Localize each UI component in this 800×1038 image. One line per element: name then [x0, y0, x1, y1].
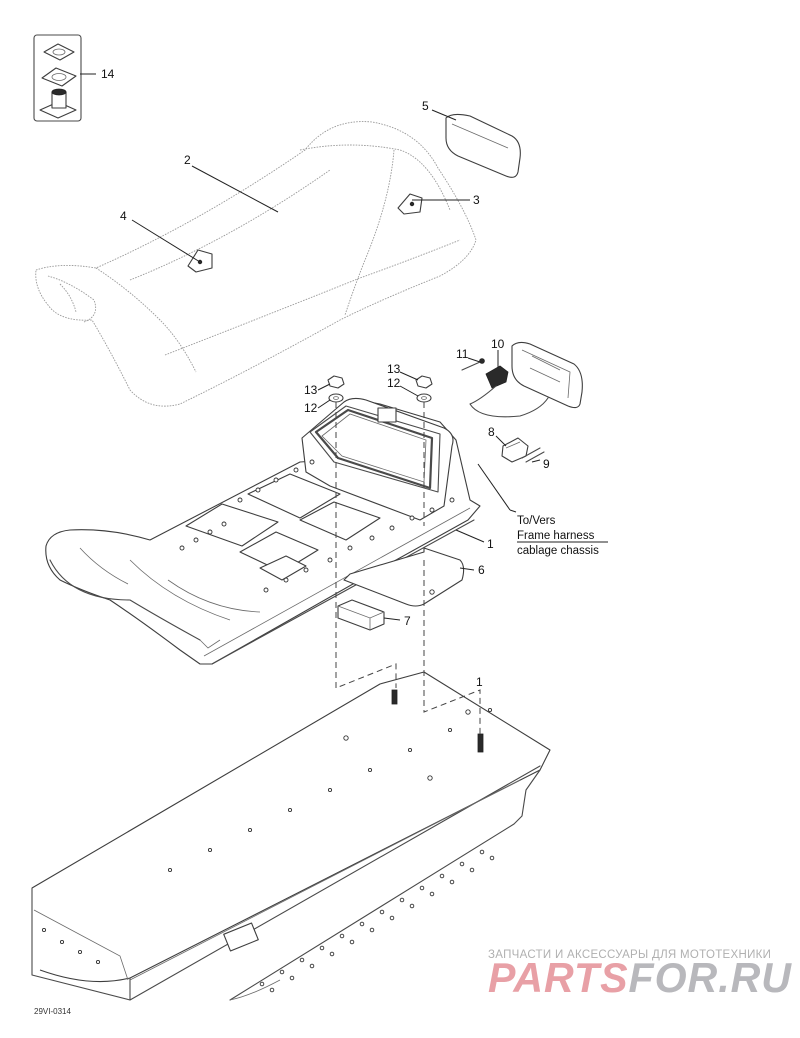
part-12-washer-left: [328, 393, 344, 403]
harness-note-line2: Frame harness: [517, 530, 595, 542]
callout-14: 14: [101, 67, 115, 81]
watermark-logo: PARTSFOR.RU: [488, 954, 793, 1001]
part-10-light: [469, 341, 583, 418]
part-11-screw: [461, 358, 485, 371]
callout-4: 4: [120, 209, 127, 223]
part-8-connector: [501, 437, 529, 463]
chassis-tunnel: [31, 671, 551, 1001]
part-4-tab: [187, 249, 213, 273]
callout-9: 9: [543, 457, 550, 471]
part-3-tab: [397, 193, 423, 215]
callout-11: 11: [456, 347, 469, 361]
callout-13-right: 13: [387, 362, 401, 376]
harness-note-line3: cablage chassis: [517, 545, 599, 557]
callout-1-lower: 1: [476, 675, 483, 689]
callout-10: 10: [491, 337, 505, 351]
callouts: 14 5 2 3 4 11 10 13 12 13 12 8 9 1 6 7 1: [101, 67, 550, 689]
watermark: ЗАПЧАСТИ И АКСЕССУАРЫ ДЛЯ МОТОТЕХНИКИ PA…: [488, 949, 793, 1001]
part-13-nut-left: [327, 375, 345, 389]
part-9-terminal: [521, 447, 545, 463]
watermark-logo-parts: PARTS: [488, 954, 628, 1001]
callout-6: 6: [478, 563, 485, 577]
callout-1: 1: [487, 537, 494, 551]
leader-lines: [80, 73, 541, 621]
harness-note: To/Vers Frame harness cablage chassis: [517, 515, 608, 557]
callout-12-left: 12: [304, 401, 318, 415]
assembly-lines: [335, 402, 481, 736]
callout-13-left: 13: [304, 383, 318, 397]
part-1-seat-base: [45, 397, 481, 665]
part-13-nut-right: [415, 375, 433, 389]
drawing-reference: 29VI-0314: [34, 1007, 71, 1016]
watermark-tagline: ЗАПЧАСТИ И АКСЕССУАРЫ ДЛЯ МОТОТЕХНИКИ: [488, 949, 771, 961]
callout-8: 8: [488, 425, 495, 439]
callout-12-right: 12: [387, 376, 401, 390]
callout-5: 5: [422, 99, 429, 113]
callout-2: 2: [184, 153, 191, 167]
part-7-block: [337, 599, 385, 631]
part-14-fastener-kit: [33, 34, 82, 122]
harness-note-line1: To/Vers: [517, 515, 556, 527]
callout-3: 3: [473, 193, 480, 207]
part-2-seat: [35, 121, 477, 407]
callout-7: 7: [404, 614, 411, 628]
watermark-logo-forru: FOR.RU: [628, 954, 792, 1001]
part-12-washer-right: [416, 393, 432, 403]
part-5-pad: [445, 113, 521, 178]
